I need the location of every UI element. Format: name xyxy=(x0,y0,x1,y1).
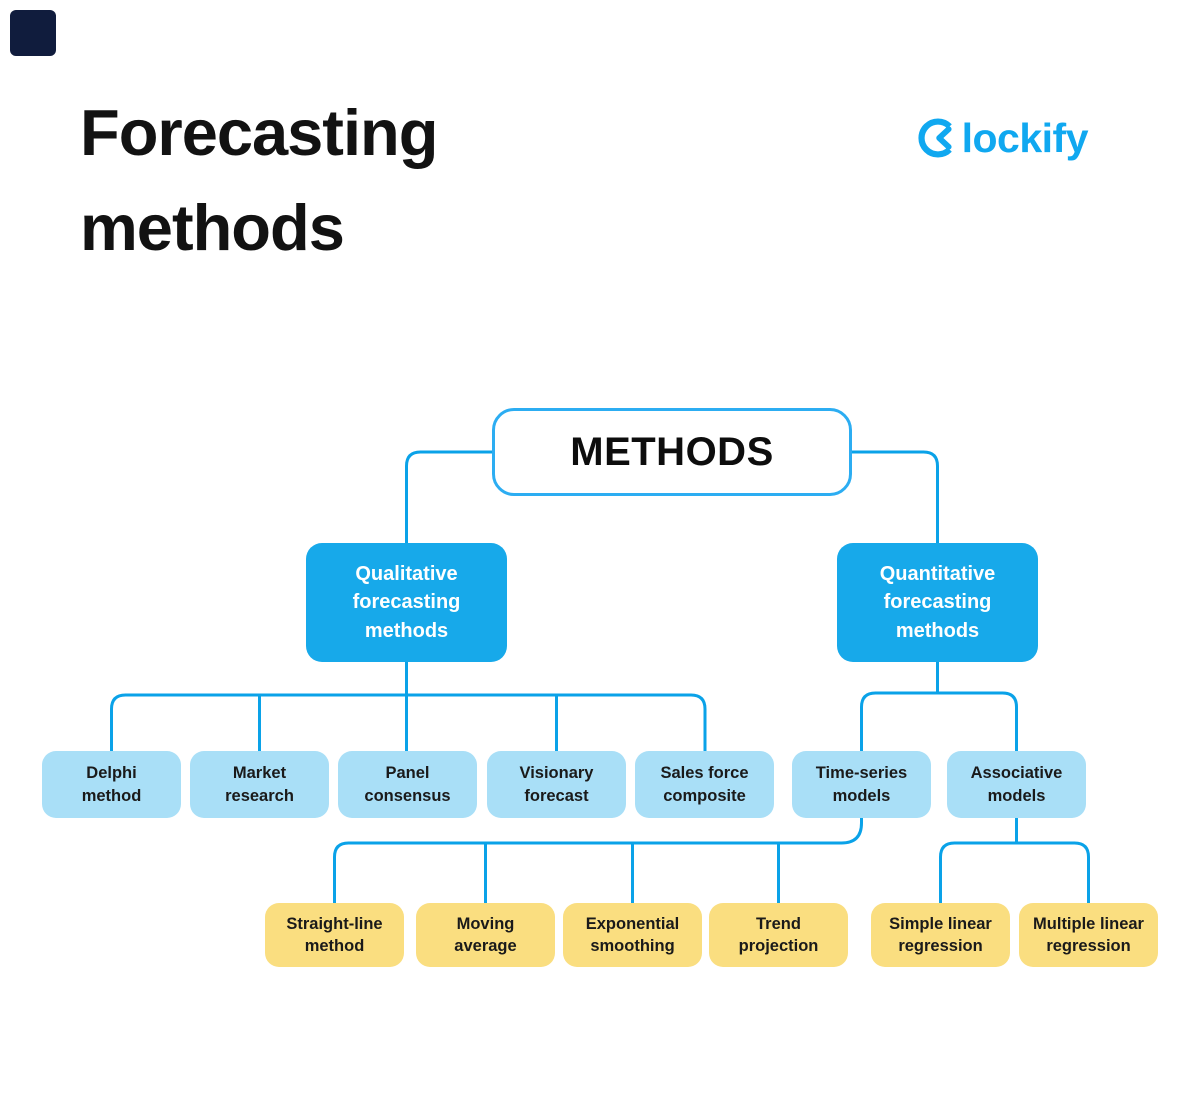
node-sales-force-composite: Sales force composite xyxy=(635,751,774,818)
node-delphi-method: Delphi method xyxy=(42,751,181,818)
connector-root-to-qualitative xyxy=(405,450,494,545)
node-market-research: Market research xyxy=(190,751,329,818)
node-associative-models: Associative models xyxy=(947,751,1086,818)
node-panel-consensus: Panel consensus xyxy=(338,751,477,818)
clockify-logo: lockify xyxy=(916,114,1089,166)
page-title: Forecasting methods xyxy=(80,96,438,264)
node-exponential-smoothing: Exponential smoothing xyxy=(563,903,702,967)
node-methods: METHODS xyxy=(492,408,852,496)
node-visionary-forecast: Visionary forecast xyxy=(487,751,626,818)
corner-accent xyxy=(10,10,56,56)
node-multiple-linear-regression: Multiple linear regression xyxy=(1019,903,1158,967)
clockify-clock-icon xyxy=(916,115,960,166)
connector-root-to-quantitative xyxy=(850,450,939,545)
node-straight-line-method: Straight-line method xyxy=(265,903,404,967)
connector-timeseries-bus xyxy=(333,816,863,905)
node-time-series-models: Time-series models xyxy=(792,751,931,818)
clockify-wordmark: lockify xyxy=(961,114,1089,161)
connector-quantitative-bus xyxy=(860,691,1018,753)
connector-qualitative-bus xyxy=(110,693,707,753)
node-moving-average: Moving average xyxy=(416,903,555,967)
node-trend-projection: Trend projection xyxy=(709,903,848,967)
node-qualitative-forecasting-methods: Qualitative forecasting methods xyxy=(306,543,507,662)
node-simple-linear-regression: Simple linear regression xyxy=(871,903,1010,967)
node-quantitative-forecasting-methods: Quantitative forecasting methods xyxy=(837,543,1038,662)
connector-associative-bus xyxy=(939,841,1090,905)
